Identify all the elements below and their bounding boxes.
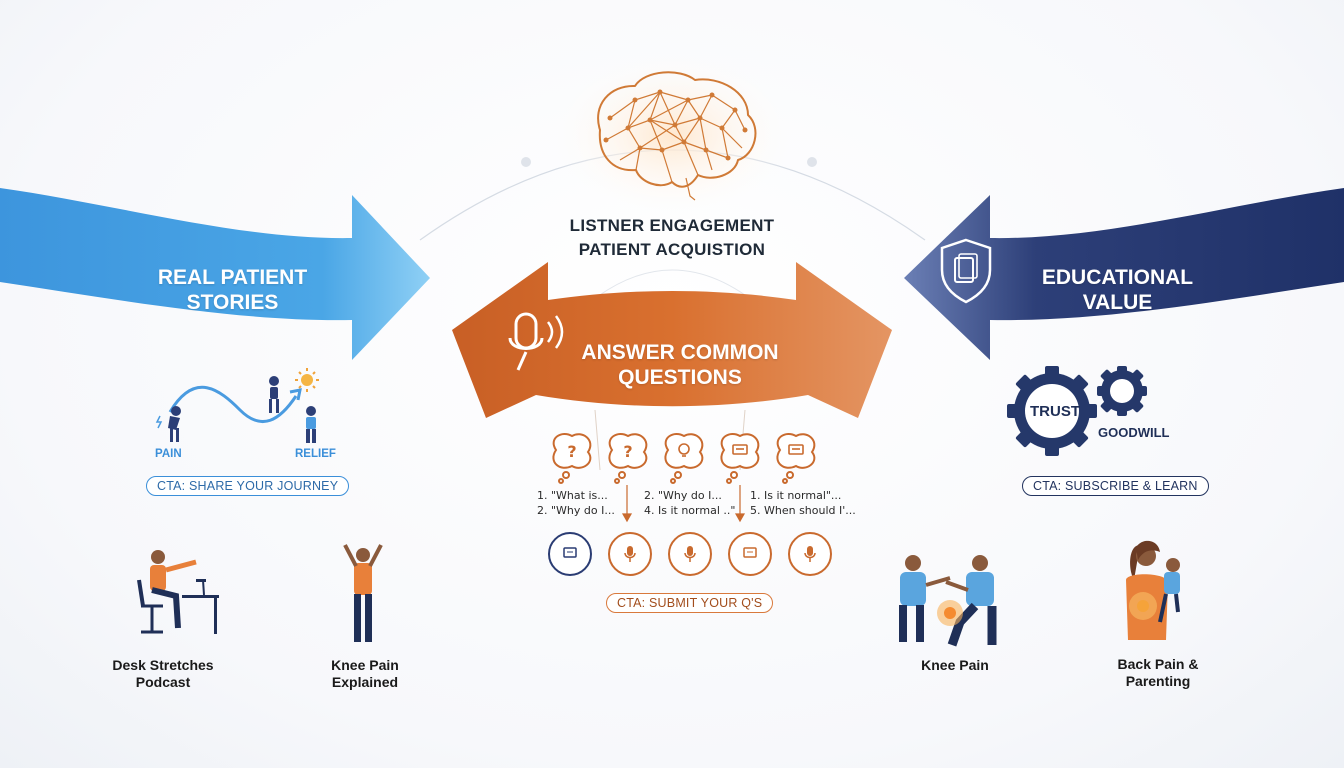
parent-child-figure bbox=[1126, 540, 1180, 640]
journey-graphic bbox=[155, 368, 319, 443]
network-line bbox=[594, 409, 601, 471]
question-item: 2. "Why do I... bbox=[644, 489, 722, 502]
consultation-figure bbox=[899, 555, 997, 647]
center-banner-label: ANSWER COMMON QUESTIONS bbox=[555, 340, 805, 390]
desk-stretch-figure bbox=[137, 550, 219, 634]
episode-circle[interactable] bbox=[548, 532, 592, 576]
goodwill-label: GOODWILL bbox=[1098, 425, 1170, 440]
lightning-icon bbox=[155, 415, 163, 429]
shield-icon bbox=[940, 238, 992, 304]
center-title-line1: LISTNER ENGAGEMENT bbox=[569, 216, 775, 235]
left-banner-line1: REAL PATIENT bbox=[157, 266, 308, 289]
trust-gear-icon bbox=[1007, 366, 1097, 456]
arc-node-right bbox=[807, 157, 817, 167]
caption-line: Desk Stretches bbox=[112, 657, 214, 673]
question-item: 1. "What is... bbox=[537, 489, 608, 502]
chat-bubble-icon bbox=[776, 432, 816, 484]
episode-circle[interactable] bbox=[728, 532, 772, 576]
center-banner-line1: ANSWER COMMON bbox=[581, 341, 779, 364]
podcast-episode-row bbox=[548, 532, 832, 576]
question-list-3: 1. Is it normal"... 5. When should I'... bbox=[750, 488, 856, 518]
brain-glow bbox=[547, 50, 797, 220]
blue-arrow bbox=[0, 188, 430, 360]
relief-label: RELIEF bbox=[295, 448, 336, 460]
chat-bubble-icon bbox=[720, 432, 760, 484]
trust-label: TRUST bbox=[1030, 403, 1080, 420]
caption-line: Knee Pain bbox=[331, 657, 399, 673]
center-title: LISTNER ENGAGEMENT PATIENT ACQUISTION bbox=[472, 214, 872, 262]
question-bubble-icon bbox=[608, 432, 648, 484]
right-banner-line1: EDUCATIONAL bbox=[1041, 266, 1194, 289]
knee-pain-caption: Knee Pain bbox=[890, 657, 1020, 674]
episode-circle[interactable] bbox=[608, 532, 652, 576]
episode-circle[interactable] bbox=[668, 532, 712, 576]
pain-person-icon bbox=[168, 406, 181, 442]
right-banner-line2: VALUE bbox=[1082, 291, 1153, 314]
relief-person-icon bbox=[306, 406, 316, 443]
microphone-icon bbox=[804, 546, 816, 562]
desk-stretches-caption: Desk Stretches Podcast bbox=[98, 657, 228, 691]
right-banner-label: EDUCATIONAL VALUE bbox=[1015, 265, 1220, 315]
back-pain-parenting-caption: Back Pain & Parenting bbox=[1093, 656, 1223, 690]
arc-node-left bbox=[521, 157, 531, 167]
question-item: 2. "Why do I... bbox=[537, 504, 615, 517]
sun-icon bbox=[295, 368, 319, 392]
caption-line: Podcast bbox=[135, 674, 191, 690]
svg-text:?: ? bbox=[623, 442, 632, 461]
microphone-icon bbox=[624, 546, 636, 562]
question-list-2: 2. "Why do I... 4. Is it normal .." bbox=[644, 488, 735, 518]
idea-bubble-icon bbox=[664, 432, 704, 484]
center-title-line2: PATIENT ACQUISTION bbox=[578, 240, 766, 259]
episode-circle[interactable] bbox=[788, 532, 832, 576]
orange-double-arrow bbox=[452, 262, 892, 418]
caption-line: Knee Pain bbox=[921, 657, 989, 673]
question-bubbles bbox=[552, 432, 816, 484]
caption-line: Back Pain & bbox=[1117, 656, 1199, 672]
submit-questions-cta[interactable]: CTA: SUBMIT YOUR Q'S bbox=[606, 593, 774, 613]
microphone-icon bbox=[508, 312, 564, 371]
question-item: 1. Is it normal"... bbox=[750, 489, 842, 502]
svg-text:?: ? bbox=[567, 442, 576, 461]
question-bubble-icon bbox=[552, 432, 592, 484]
knee-pain-explained-caption: Knee Pain Explained bbox=[300, 657, 430, 691]
brain-icon bbox=[597, 71, 757, 201]
question-list-1: 1. "What is... 2. "Why do I... bbox=[537, 488, 615, 518]
arms-up-figure bbox=[343, 544, 383, 642]
caption-line: Parenting bbox=[1125, 673, 1191, 689]
navy-arrow bbox=[904, 188, 1344, 360]
walking-person-icon bbox=[269, 376, 279, 413]
caption-line: Explained bbox=[331, 674, 399, 690]
share-journey-cta[interactable]: CTA: SHARE YOUR JOURNEY bbox=[146, 476, 350, 496]
chat-icon bbox=[563, 547, 577, 558]
left-banner-label: REAL PATIENT STORIES bbox=[130, 265, 335, 315]
chat-icon bbox=[743, 547, 757, 558]
question-item: 5. When should I'... bbox=[750, 504, 856, 517]
subscribe-learn-cta[interactable]: CTA: SUBSCRIBE & LEARN bbox=[1022, 476, 1209, 496]
microphone-icon bbox=[684, 546, 696, 562]
pain-label: PAIN bbox=[155, 448, 182, 460]
question-item: 4. Is it normal .." bbox=[644, 504, 736, 517]
goodwill-gear-icon bbox=[1097, 366, 1147, 416]
center-banner-line2: QUESTIONS bbox=[618, 366, 742, 389]
left-banner-line2: STORIES bbox=[186, 291, 279, 314]
